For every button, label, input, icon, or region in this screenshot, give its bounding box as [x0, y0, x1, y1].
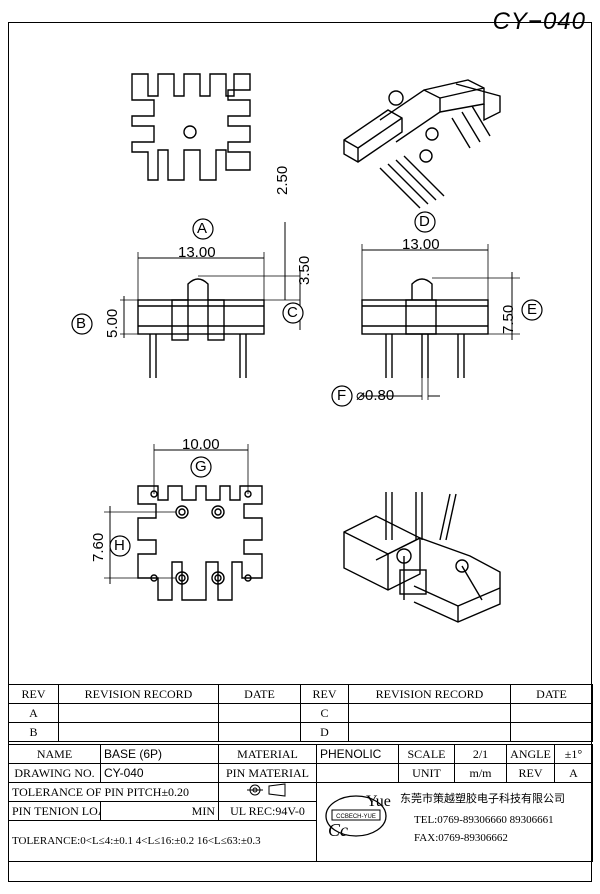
revision-record-header-1: REVISION RECORD: [58, 684, 219, 704]
company-area: [316, 782, 593, 862]
ul-rec: UL REC:94V-0: [218, 801, 317, 821]
revision-header-row: REV REVISION RECORD DATE REV REVISION RE…: [8, 684, 593, 704]
company-logo-icon: CCBECH-YUE Cc Yue: [325, 793, 391, 840]
balloon-a: [192, 218, 214, 240]
dim-bottom-width: 10.00: [182, 436, 220, 453]
balloon-h: [109, 535, 131, 557]
date-cell: [218, 722, 301, 742]
scale-value: 2/1: [454, 744, 507, 764]
date-cell: [218, 703, 301, 723]
logo-banner: CCBECH-YUE: [336, 814, 376, 820]
rev-cell: D: [300, 722, 349, 742]
date-cell: [510, 722, 593, 742]
record-cell: [58, 703, 219, 723]
revision-table: REV REVISION RECORD DATE REV REVISION RE…: [8, 684, 593, 742]
record-cell: [58, 722, 219, 742]
rev-header-2: REV: [300, 684, 349, 704]
rev-value: A: [554, 763, 593, 783]
table-row: A C: [8, 703, 593, 723]
isometric-view-bottom: [343, 492, 501, 623]
dim-right-width: 13.00: [402, 236, 440, 253]
revision-record-header-2: REVISION RECORD: [348, 684, 511, 704]
company-tel: TEL:0769-89306660 89306661: [414, 814, 554, 826]
balloon-label-a: A: [197, 220, 208, 237]
record-cell: [348, 703, 511, 723]
balloon-layer: [71, 211, 543, 557]
pin-material-value: [316, 763, 399, 783]
projection-symbol-icon: [246, 783, 285, 797]
balloon-label-h: H: [114, 537, 125, 554]
material-value: PHENOLIC: [316, 744, 399, 764]
isometric-view-top: [343, 79, 501, 209]
balloon-c: [282, 302, 304, 324]
angle-value: ±1°: [554, 744, 593, 764]
company-fax: FAX:0769-89306662: [414, 832, 508, 844]
drawing-no-label: DRAWING NO.: [8, 763, 101, 783]
rev-label: REV: [506, 763, 555, 783]
unit-value: m/m: [454, 763, 507, 783]
balloon-label-b: B: [76, 315, 87, 332]
balloon-b: [71, 313, 93, 335]
tolerance-note: TOLERANCE:0<L≤4:±0.1 4<L≤16:±0.2 16<L≤63…: [8, 820, 317, 862]
company-block: CCBECH-YUE Cc Yue 东莞市策越塑胶电子科技有限公司 TEL:07…: [322, 786, 592, 850]
drawing-sheet: [8, 22, 592, 882]
rev-cell: A: [8, 703, 59, 723]
front-view: [120, 222, 301, 378]
balloon-label-d: D: [419, 213, 430, 230]
date-header-2: DATE: [510, 684, 593, 704]
company-name: 东莞市策越塑胶电子科技有限公司: [400, 792, 565, 805]
angle-label: ANGLE: [506, 744, 555, 764]
drawing-title: CY−040: [492, 8, 586, 35]
unit-label: UNIT: [398, 763, 455, 783]
record-cell: [348, 722, 511, 742]
dim-pin-diameter: ⌀0.80: [356, 387, 395, 404]
date-header-1: DATE: [218, 684, 301, 704]
dim-top-width: 13.00: [178, 244, 216, 261]
top-view: [131, 73, 251, 181]
title-block: NAME BASE (6P) MATERIAL PHENOLIC SCALE 2…: [8, 744, 593, 862]
drawing-views: [104, 73, 520, 623]
pin-pitch-tolerance: TOLERANCE OF PIN PITCH±0.20: [8, 782, 219, 802]
balloon-label-g: G: [195, 458, 207, 475]
drawing-no-value: CY-040: [100, 763, 219, 783]
date-cell: [510, 703, 593, 723]
pin-tension-min: MIN: [100, 801, 219, 821]
logo-text: Yue: [366, 793, 391, 810]
balloon-f: [331, 385, 353, 407]
scale-label: SCALE: [398, 744, 455, 764]
rev-cell: B: [8, 722, 59, 742]
logo-letters: Cc: [328, 820, 348, 840]
pin-tension-label: PIN TENION LOAD: [8, 801, 101, 821]
balloon-d: [414, 211, 436, 233]
rev-cell: C: [300, 703, 349, 723]
material-label: MATERIAL: [218, 744, 317, 764]
name-label: NAME: [8, 744, 101, 764]
table-row: B D: [8, 722, 593, 742]
balloon-g: [190, 456, 212, 478]
rev-header-1: REV: [8, 684, 59, 704]
pin-material-label: PIN MATERIAL: [218, 763, 317, 783]
bottom-view: [104, 444, 263, 601]
pitch-symbol: [218, 782, 317, 802]
balloon-e: [521, 299, 543, 321]
side-view: [360, 244, 520, 400]
balloon-label-e: E: [527, 301, 538, 318]
balloon-label-c: C: [287, 304, 298, 321]
name-value: BASE (6P): [100, 744, 219, 764]
balloon-label-f: F: [337, 387, 347, 404]
